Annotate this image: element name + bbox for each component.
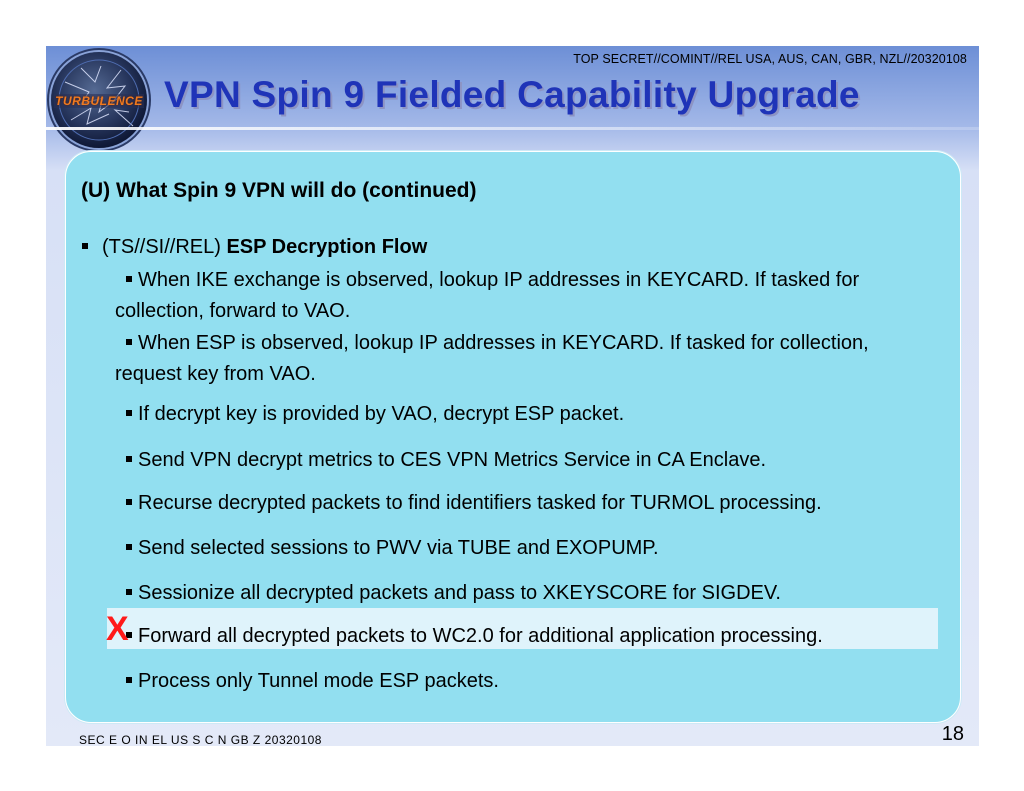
slide-title: VPN Spin 9 Fielded Capability Upgrade: [164, 74, 860, 115]
turbulence-logo: TURBULENCE: [51, 52, 147, 148]
main-bullet-prefix: (TS//SI//REL): [102, 236, 221, 258]
bullet-square-icon: [82, 242, 88, 249]
bullet-square-icon: [126, 338, 132, 345]
highlighted-row: [107, 608, 938, 649]
sub-bullet-4: Send VPN decrypt metrics to CES VPN Metr…: [126, 445, 766, 476]
section-heading: (U) What Spin 9 VPN will do (continued): [81, 179, 477, 202]
sub-bullet-1: When IKE exchange is observed, lookup IP…: [115, 269, 860, 322]
sub-bullet-6: Send selected sessions to PWV via TUBE a…: [126, 533, 659, 564]
sub-bullet-7: Sessionize all decrypted packets and pas…: [126, 578, 781, 609]
bullet-square-icon: [126, 631, 132, 638]
sub-bullet-5: Recurse decrypted packets to find identi…: [126, 488, 822, 519]
title-divider: [46, 127, 979, 130]
sub-bullet-2: When ESP is observed, lookup IP addresse…: [115, 332, 869, 385]
logo-text: TURBULENCE: [54, 94, 144, 108]
classification-banner-bottom: SEC E O IN EL US S C N GB Z 20320108: [79, 733, 322, 746]
bullet-square-icon: [126, 543, 132, 550]
bullet-square-icon: [126, 455, 132, 462]
slide: TOP SECRET//COMINT//REL USA, AUS, CAN, G…: [46, 46, 979, 746]
bullet-square-icon: [126, 676, 132, 683]
sub-bullet-8: Forward all decrypted packets to WC2.0 f…: [126, 621, 823, 652]
bullet-square-icon: [126, 588, 132, 595]
bullet-square-icon: [126, 498, 132, 505]
main-bullet-label: ESP Decryption Flow: [226, 236, 428, 258]
classification-banner-top: TOP SECRET//COMINT//REL USA, AUS, CAN, G…: [573, 52, 967, 66]
sub-bullet-9: Process only Tunnel mode ESP packets.: [126, 666, 499, 697]
main-bullet: (TS//SI//REL) ESP Decryption Flow: [82, 236, 427, 259]
bullet-square-icon: [126, 275, 132, 282]
red-x-mark: X: [106, 610, 129, 648]
page-number: 18: [941, 723, 964, 745]
sub-bullet-3: If decrypt key is provided by VAO, decry…: [126, 399, 624, 430]
bullet-square-icon: [126, 409, 132, 416]
